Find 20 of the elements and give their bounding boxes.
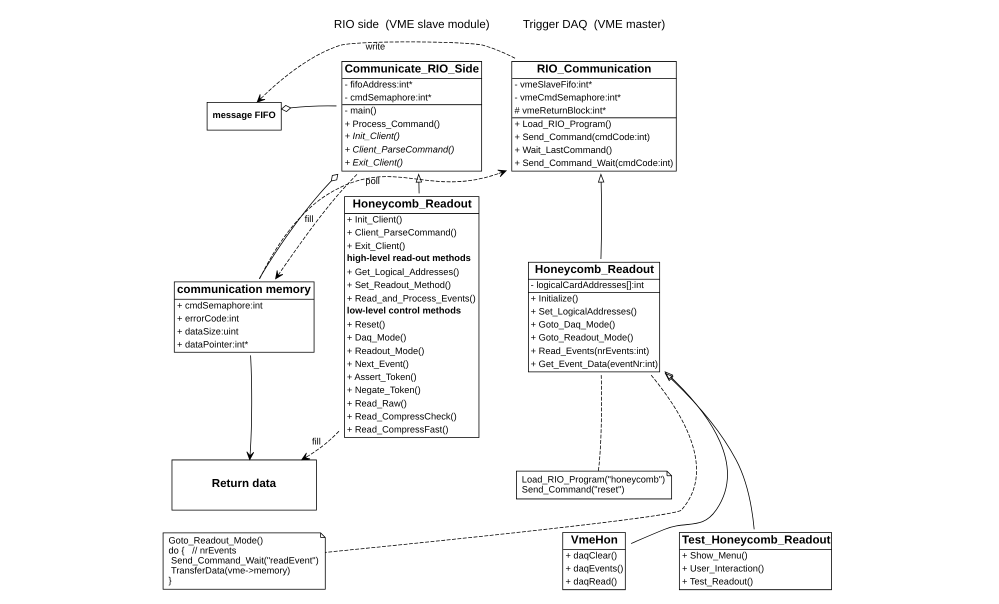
connector [324, 374, 696, 553]
edge-label: write [365, 42, 385, 52]
arrow [597, 173, 604, 260]
edge-label: fill [312, 436, 320, 446]
node-box: Return data [171, 460, 316, 511]
arrow [630, 371, 728, 544]
arrow [246, 355, 254, 460]
arrow [256, 42, 515, 103]
connector [258, 174, 338, 280]
arrow [415, 173, 422, 194]
node-box: message FIFO [206, 102, 282, 131]
arrow [274, 174, 357, 280]
connector [280, 104, 336, 112]
arrow [300, 430, 339, 460]
arrow [258, 170, 506, 280]
label: RIO side (VME slave module) [333, 18, 490, 31]
connector [597, 374, 602, 472]
edge-label: poll [364, 176, 380, 186]
edge-label: fill [304, 214, 313, 224]
label: Trigger DAQ (VME master) [522, 18, 665, 31]
